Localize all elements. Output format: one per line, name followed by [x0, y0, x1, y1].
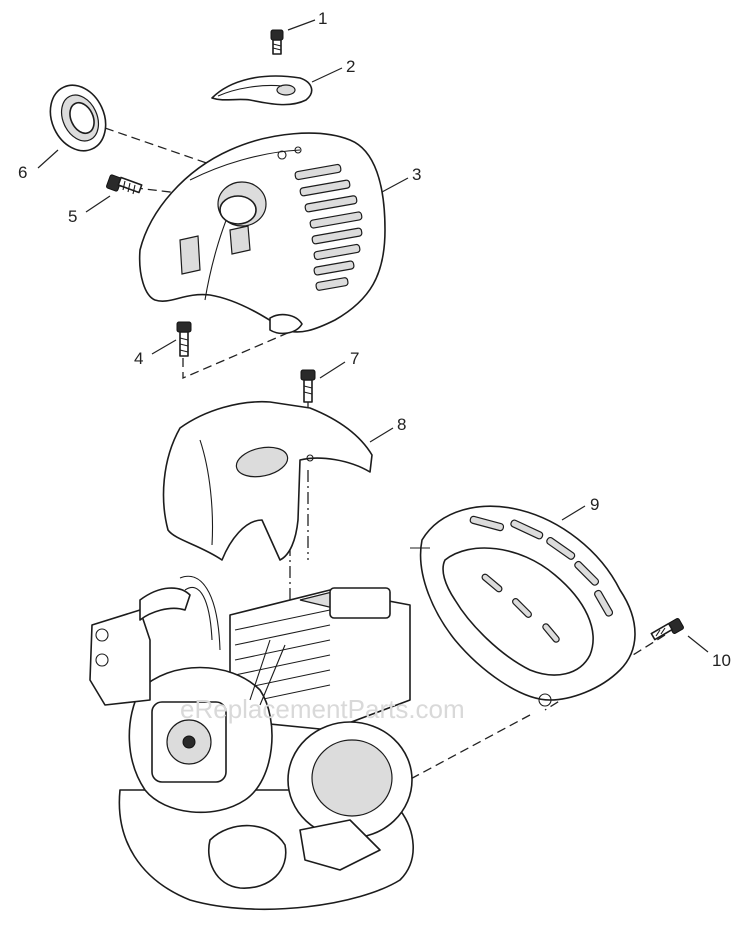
cover-vents [294, 163, 363, 291]
heat-shield-part-8 [162, 400, 373, 561]
engine-assembly [89, 575, 414, 911]
callouts: 1 2 3 4 5 6 7 8 9 10 [18, 9, 731, 670]
bolt-part-4 [176, 321, 192, 357]
screw-part-10 [650, 618, 684, 641]
ring-knob-part-6 [49, 84, 107, 152]
engine-cover-part-3 [138, 132, 386, 335]
callout-7: 7 [350, 349, 359, 368]
callout-1: 1 [318, 9, 327, 28]
callout-9: 9 [590, 495, 599, 514]
bolt-part-7 [300, 369, 316, 403]
callout-8: 8 [397, 415, 406, 434]
screw-part-1 [270, 29, 284, 55]
callout-6: 6 [18, 163, 27, 182]
callout-2: 2 [346, 57, 355, 76]
knob-cover-part-2 [211, 75, 313, 106]
watermark: eReplacementParts.com [180, 694, 465, 724]
callout-10: 10 [712, 651, 731, 670]
callout-4: 4 [134, 349, 143, 368]
bolt-part-5 [106, 174, 143, 195]
muffler-guard-part-9 [410, 505, 636, 707]
guard-vents [469, 515, 614, 643]
callout-5: 5 [68, 207, 77, 226]
callout-3: 3 [412, 165, 421, 184]
